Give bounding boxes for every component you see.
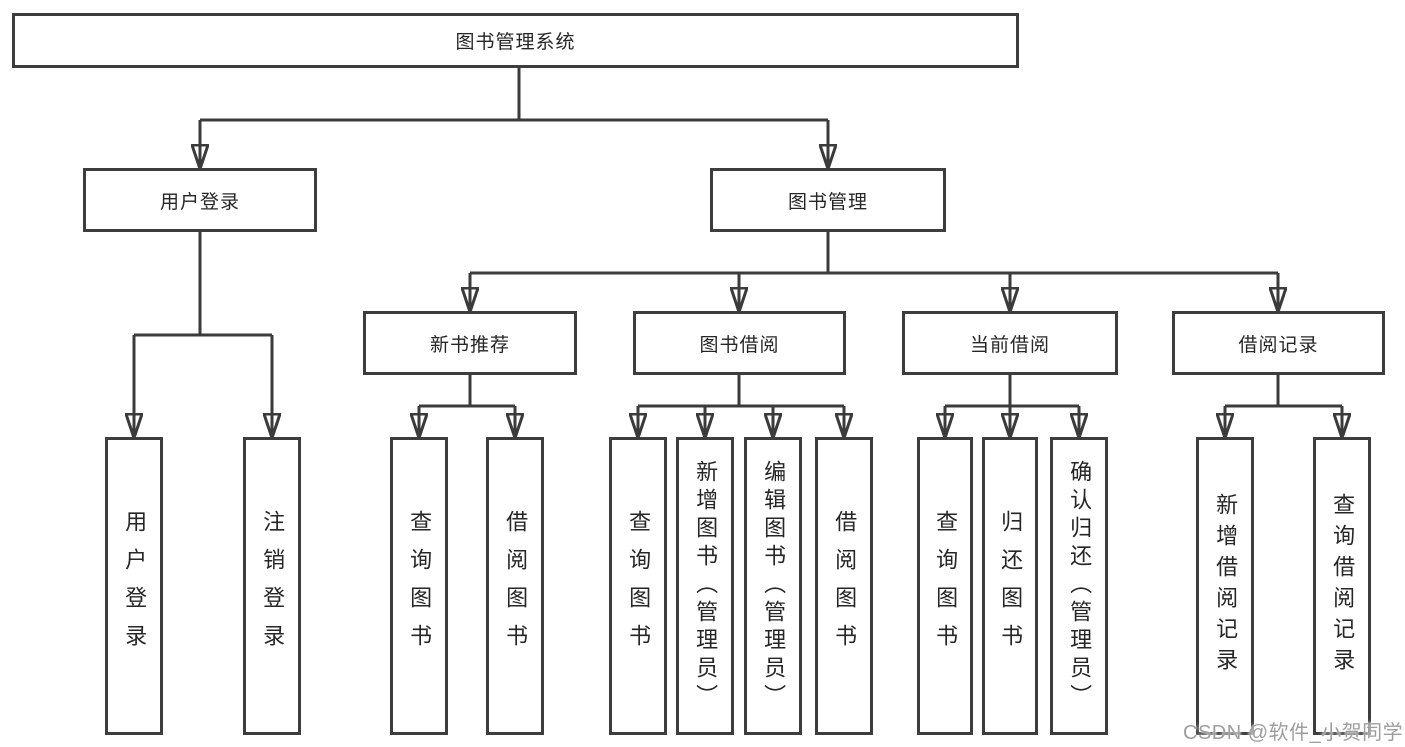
leaf-return-books: 归还图书 <box>982 437 1038 735</box>
leaf-current-query-books: 查询图书 <box>917 437 973 735</box>
leaf-recommend-query-books-label: 查询图书 <box>407 510 433 662</box>
node-new-book-recommend: 新书推荐 <box>363 311 577 375</box>
connector-userlogin-trunk <box>134 232 272 337</box>
leaf-borrow-books-label: 借阅图书 <box>832 510 858 662</box>
node-borrow-records: 借阅记录 <box>1172 311 1385 375</box>
connector-root-trunk <box>200 68 828 122</box>
leaf-user-login: 用户登录 <box>105 437 163 735</box>
leaf-logout: 注销登录 <box>243 437 301 735</box>
leaf-borrow-query-books: 查询图书 <box>609 437 667 735</box>
leaf-borrow-books: 借阅图书 <box>815 437 873 735</box>
leaf-confirm-return-admin: 确认归还（管理员） <box>1050 437 1108 735</box>
node-user-login: 用户登录 <box>83 168 317 232</box>
leaf-query-borrow-record: 查询借阅记录 <box>1313 437 1371 735</box>
leaf-query-borrow-record-label: 查询借阅记录 <box>1330 493 1356 679</box>
leaf-recommend-borrow-books-label: 借阅图书 <box>503 510 529 662</box>
leaf-return-books-label: 归还图书 <box>998 510 1024 662</box>
leaf-user-login-label: 用户登录 <box>122 510 148 662</box>
connector-borrow-trunk <box>638 375 844 408</box>
leaf-logout-label: 注销登录 <box>260 510 286 662</box>
connector-current-trunk <box>945 375 1079 408</box>
node-book-borrow-label: 图书借阅 <box>699 334 780 356</box>
leaf-add-borrow-record: 新增借阅记录 <box>1196 437 1254 735</box>
leaf-confirm-return-admin-label: 确认归还（管理员） <box>1067 460 1093 712</box>
leaf-current-query-books-label: 查询图书 <box>933 510 959 662</box>
leaf-recommend-query-books: 查询图书 <box>390 437 448 735</box>
node-library-system-label: 图书管理系统 <box>455 32 576 53</box>
connector-records-trunk <box>1225 375 1342 408</box>
leaf-edit-books-admin: 编辑图书（管理员） <box>744 437 802 735</box>
connector-newbook-trunk <box>419 375 515 408</box>
leaf-edit-books-admin-label: 编辑图书（管理员） <box>761 460 787 712</box>
node-new-book-recommend-label: 新书推荐 <box>429 334 510 356</box>
node-book-management-label: 图书管理 <box>787 191 868 213</box>
node-library-system: 图书管理系统 <box>12 13 1019 68</box>
node-borrow-records-label: 借阅记录 <box>1238 334 1319 356</box>
leaf-recommend-borrow-books: 借阅图书 <box>486 437 544 735</box>
leaf-add-borrow-record-label: 新增借阅记录 <box>1213 493 1239 679</box>
csdn-watermark: CSDN @软件_小贺同学 <box>1183 722 1404 744</box>
leaf-add-books-admin: 新增图书（管理员） <box>676 437 734 735</box>
leaf-add-books-admin-label: 新增图书（管理员） <box>693 460 719 712</box>
node-current-borrow: 当前借阅 <box>902 311 1118 375</box>
node-current-borrow-label: 当前借阅 <box>969 334 1050 356</box>
node-book-borrow: 图书借阅 <box>633 311 846 375</box>
node-user-login-label: 用户登录 <box>159 191 240 213</box>
leaf-borrow-query-books-label: 查询图书 <box>626 510 652 662</box>
node-book-management: 图书管理 <box>710 168 946 232</box>
connector-bookmgmt-trunk <box>470 232 1278 275</box>
